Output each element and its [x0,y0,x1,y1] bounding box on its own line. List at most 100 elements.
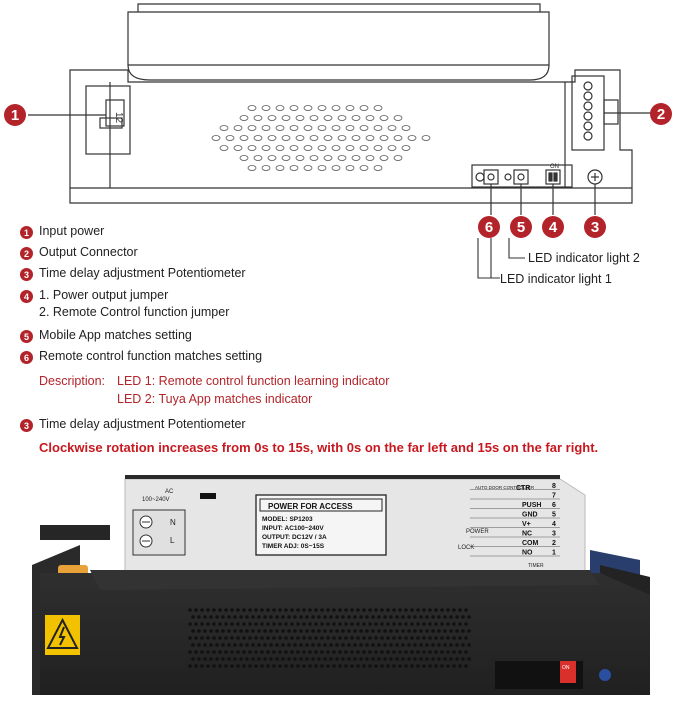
photo-vent-hole [221,657,225,661]
photo-vent-hole [359,629,363,633]
photo-vent-hole [434,664,438,668]
vent-pattern [211,105,431,171]
photo-vent-hole [377,657,381,661]
vent-slot [317,125,327,131]
photo-vent-hole [206,650,210,654]
vent-slot [331,125,341,131]
photo-vent-hole [449,657,453,661]
photo-vent-hole [404,636,408,640]
photo-vent-hole [275,657,279,661]
photo-vent-hole [410,664,414,668]
vent-slot [219,145,229,151]
vent-slot [359,125,369,131]
photo-vent-hole [431,657,435,661]
photo-vent-hole [428,650,432,654]
photo-vent-hole [227,629,231,633]
photo-vent-hole [356,664,360,668]
photo-vent-hole [230,608,234,612]
photo-vent-hole [446,650,450,654]
photo-vent-hole [263,615,267,619]
photo-vent-hole [305,643,309,647]
vent-slot [359,165,369,171]
photo-vent-hole [251,657,255,661]
photo-vent-hole [341,615,345,619]
photo-vent-hole [233,629,237,633]
photo-vent-hole [275,643,279,647]
photo-vent-hole [395,657,399,661]
vent-slot [289,165,299,171]
photo-vent-hole [188,636,192,640]
photo-vent-hole [371,657,375,661]
photo-vent-hole [248,664,252,668]
photo-vent-hole [263,643,267,647]
photo-vent-hole [461,657,465,661]
photo-vent-hole [203,657,207,661]
callout-2-badge: 2 [650,103,672,125]
vent-slot [401,125,411,131]
photo-vent-hole [311,629,315,633]
photo-vent-hole [353,643,357,647]
vent-slot [261,145,271,151]
photo-vent-hole [254,636,258,640]
photo-vent-hole [422,664,426,668]
photo-vent-hole [380,636,384,640]
photo-vent-hole [269,615,273,619]
photo-vent-hole [392,650,396,654]
photo-vent-hole [284,622,288,626]
photo-vent-hole [305,657,309,661]
photo-vent-hole [425,657,429,661]
photo-vent-hole [380,608,384,612]
photo-vent-hole [227,643,231,647]
photo-vent-hole [422,650,426,654]
photo-vent-hole [323,629,327,633]
photo-vent-hole [296,664,300,668]
terminal-label: CTR [516,485,530,492]
photo-vent-hole [269,657,273,661]
photo-vent-hole [350,664,354,668]
photo-vent-hole [197,657,201,661]
photo-vent-hole [188,650,192,654]
vent-slot [331,105,341,111]
photo-vent-hole [338,636,342,640]
photo-vent-hole [365,615,369,619]
vent-slot [331,165,341,171]
photo-vent-hole [446,622,450,626]
vent-slot [275,125,285,131]
photo-vent-hole [209,657,213,661]
photo-vent-hole [311,615,315,619]
photo-vent-hole [404,622,408,626]
photo-vent-hole [464,650,468,654]
n-label: N [170,518,176,527]
vent-slot [379,115,389,121]
photo-vent-hole [377,643,381,647]
vent-slot [351,155,361,161]
vent-slot [379,135,389,141]
photo-vent-hole [254,622,258,626]
vent-slot [309,115,319,121]
led-indicator-2-label: LED indicator light 2 [528,251,640,265]
photo-vent-hole [233,615,237,619]
photo-vent-hole [458,608,462,612]
photo-vent-hole [440,636,444,640]
photo-vent-hole [434,650,438,654]
photo-vent-hole [296,636,300,640]
photo-vent-hole [341,657,345,661]
photo-vent-hole [386,664,390,668]
terminal-label: NC [522,531,532,538]
photo-vent-hole [323,657,327,661]
photo-vent-hole [293,615,297,619]
photo-vent-hole [422,622,426,626]
photo-vent-hole [197,629,201,633]
photo-vent-hole [188,664,192,668]
vent-slot [365,155,375,161]
vent-slot [407,135,417,141]
photo-vent-hole [374,622,378,626]
photo-vent-hole [191,615,195,619]
vent-slot [317,145,327,151]
photo-vent-hole [458,622,462,626]
photo-vent-hole [194,664,198,668]
photo-vent-hole [446,608,450,612]
photo-vent-hole [335,657,339,661]
photo-vent-hole [452,664,456,668]
photo-vent-hole [296,622,300,626]
